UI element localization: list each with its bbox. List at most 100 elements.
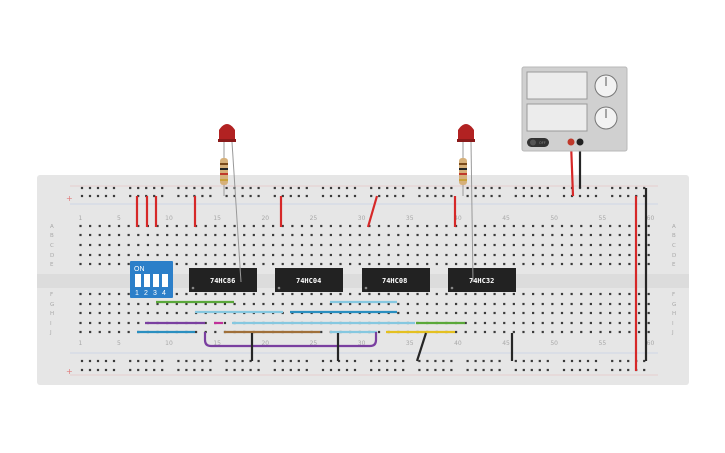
- breadboard-hole[interactable]: [289, 359, 292, 363]
- breadboard-hole[interactable]: [434, 368, 437, 372]
- breadboard-hole[interactable]: [117, 311, 121, 315]
- breadboard-hole[interactable]: [262, 253, 265, 257]
- breadboard-hole[interactable]: [310, 233, 313, 237]
- breadboard-hole[interactable]: [589, 330, 592, 334]
- breadboard-hole[interactable]: [442, 368, 445, 372]
- breadboard-hole[interactable]: [89, 233, 92, 237]
- breadboard-hole[interactable]: [647, 311, 650, 315]
- breadboard-hole[interactable]: [300, 292, 304, 296]
- breadboard-hole[interactable]: [474, 330, 477, 334]
- breadboard-hole[interactable]: [454, 243, 458, 247]
- breadboard-hole[interactable]: [503, 262, 506, 266]
- breadboard-hole[interactable]: [223, 262, 227, 266]
- breadboard-hole[interactable]: [257, 194, 260, 198]
- breadboard-hole[interactable]: [320, 292, 323, 296]
- breadboard-hole[interactable]: [353, 368, 357, 372]
- breadboard-hole[interactable]: [345, 194, 349, 198]
- breadboard-hole[interactable]: [177, 186, 180, 190]
- breadboard-hole[interactable]: [445, 253, 448, 257]
- breadboard-hole[interactable]: [609, 302, 612, 306]
- breadboard-hole[interactable]: [541, 330, 544, 334]
- dip-toggle[interactable]: [153, 274, 159, 287]
- breadboard-hole[interactable]: [345, 359, 349, 363]
- breadboard-hole[interactable]: [589, 321, 592, 325]
- breadboard-hole[interactable]: [464, 224, 467, 228]
- breadboard-hole[interactable]: [329, 253, 332, 257]
- breadboard-hole[interactable]: [368, 243, 371, 247]
- breadboard-hole[interactable]: [483, 330, 487, 334]
- breadboard-hole[interactable]: [406, 262, 410, 266]
- breadboard-hole[interactable]: [570, 253, 573, 257]
- breadboard-hole[interactable]: [522, 359, 525, 363]
- breadboard-hole[interactable]: [252, 243, 255, 247]
- breadboard-hole[interactable]: [79, 321, 82, 325]
- breadboard-hole[interactable]: [445, 302, 448, 306]
- breadboard-hole[interactable]: [406, 243, 410, 247]
- breadboard-hole[interactable]: [353, 186, 357, 190]
- breadboard-hole[interactable]: [156, 311, 159, 315]
- breadboard-hole[interactable]: [339, 302, 342, 306]
- breadboard-hole[interactable]: [104, 368, 108, 372]
- breadboard-hole[interactable]: [416, 311, 419, 315]
- breadboard-hole[interactable]: [233, 253, 236, 257]
- breadboard-hole[interactable]: [647, 243, 650, 247]
- breadboard-hole[interactable]: [586, 186, 590, 190]
- breadboard-hole[interactable]: [426, 302, 429, 306]
- breadboard-hole[interactable]: [370, 359, 373, 363]
- breadboard-hole[interactable]: [320, 330, 323, 334]
- breadboard-hole[interactable]: [387, 292, 390, 296]
- breadboard-hole[interactable]: [609, 292, 612, 296]
- breadboard-hole[interactable]: [358, 253, 361, 257]
- breadboard-hole[interactable]: [223, 302, 227, 306]
- breadboard-hole[interactable]: [512, 224, 515, 228]
- breadboard-hole[interactable]: [532, 233, 535, 237]
- breadboard-hole[interactable]: [177, 359, 180, 363]
- breadboard-hole[interactable]: [454, 233, 458, 237]
- breadboard-hole[interactable]: [490, 368, 493, 372]
- breadboard-hole[interactable]: [589, 253, 592, 257]
- breadboard-hole[interactable]: [349, 224, 352, 228]
- breadboard-hole[interactable]: [416, 243, 419, 247]
- breadboard-hole[interactable]: [310, 253, 313, 257]
- breadboard-hole[interactable]: [589, 224, 592, 228]
- breadboard-hole[interactable]: [503, 243, 506, 247]
- breadboard-hole[interactable]: [586, 368, 590, 372]
- breadboard-hole[interactable]: [257, 186, 260, 190]
- breadboard-hole[interactable]: [514, 194, 517, 198]
- breadboard-hole[interactable]: [628, 262, 631, 266]
- breadboard-hole[interactable]: [464, 233, 467, 237]
- breadboard-hole[interactable]: [406, 224, 410, 228]
- breadboard-hole[interactable]: [627, 194, 630, 198]
- breadboard-hole[interactable]: [185, 262, 188, 266]
- breadboard-hole[interactable]: [637, 292, 641, 296]
- breadboard-hole[interactable]: [434, 186, 437, 190]
- breadboard-hole[interactable]: [589, 243, 592, 247]
- breadboard-hole[interactable]: [580, 224, 583, 228]
- breadboard-hole[interactable]: [618, 292, 621, 296]
- breadboard-hole[interactable]: [112, 186, 116, 190]
- breadboard-hole[interactable]: [637, 253, 641, 257]
- breadboard-hole[interactable]: [89, 311, 92, 315]
- breadboard-hole[interactable]: [156, 253, 159, 257]
- breadboard-hole[interactable]: [483, 243, 487, 247]
- breadboard-hole[interactable]: [503, 330, 506, 334]
- breadboard-hole[interactable]: [358, 262, 361, 266]
- breadboard-hole[interactable]: [637, 233, 641, 237]
- breadboard-hole[interactable]: [560, 224, 564, 228]
- breadboard-hole[interactable]: [530, 186, 533, 190]
- breadboard-hole[interactable]: [249, 194, 252, 198]
- breadboard-hole[interactable]: [339, 224, 342, 228]
- breadboard-hole[interactable]: [175, 302, 178, 306]
- breadboard-hole[interactable]: [426, 224, 429, 228]
- breadboard-hole[interactable]: [305, 368, 308, 372]
- breadboard-hole[interactable]: [291, 292, 294, 296]
- breadboard-hole[interactable]: [609, 321, 612, 325]
- breadboard-hole[interactable]: [493, 321, 496, 325]
- breadboard-hole[interactable]: [96, 186, 100, 190]
- breadboard-hole[interactable]: [589, 292, 592, 296]
- breadboard-hole[interactable]: [161, 359, 164, 363]
- breadboard-hole[interactable]: [483, 233, 487, 237]
- breadboard-hole[interactable]: [628, 311, 631, 315]
- breadboard-hole[interactable]: [349, 253, 352, 257]
- breadboard-hole[interactable]: [177, 194, 180, 198]
